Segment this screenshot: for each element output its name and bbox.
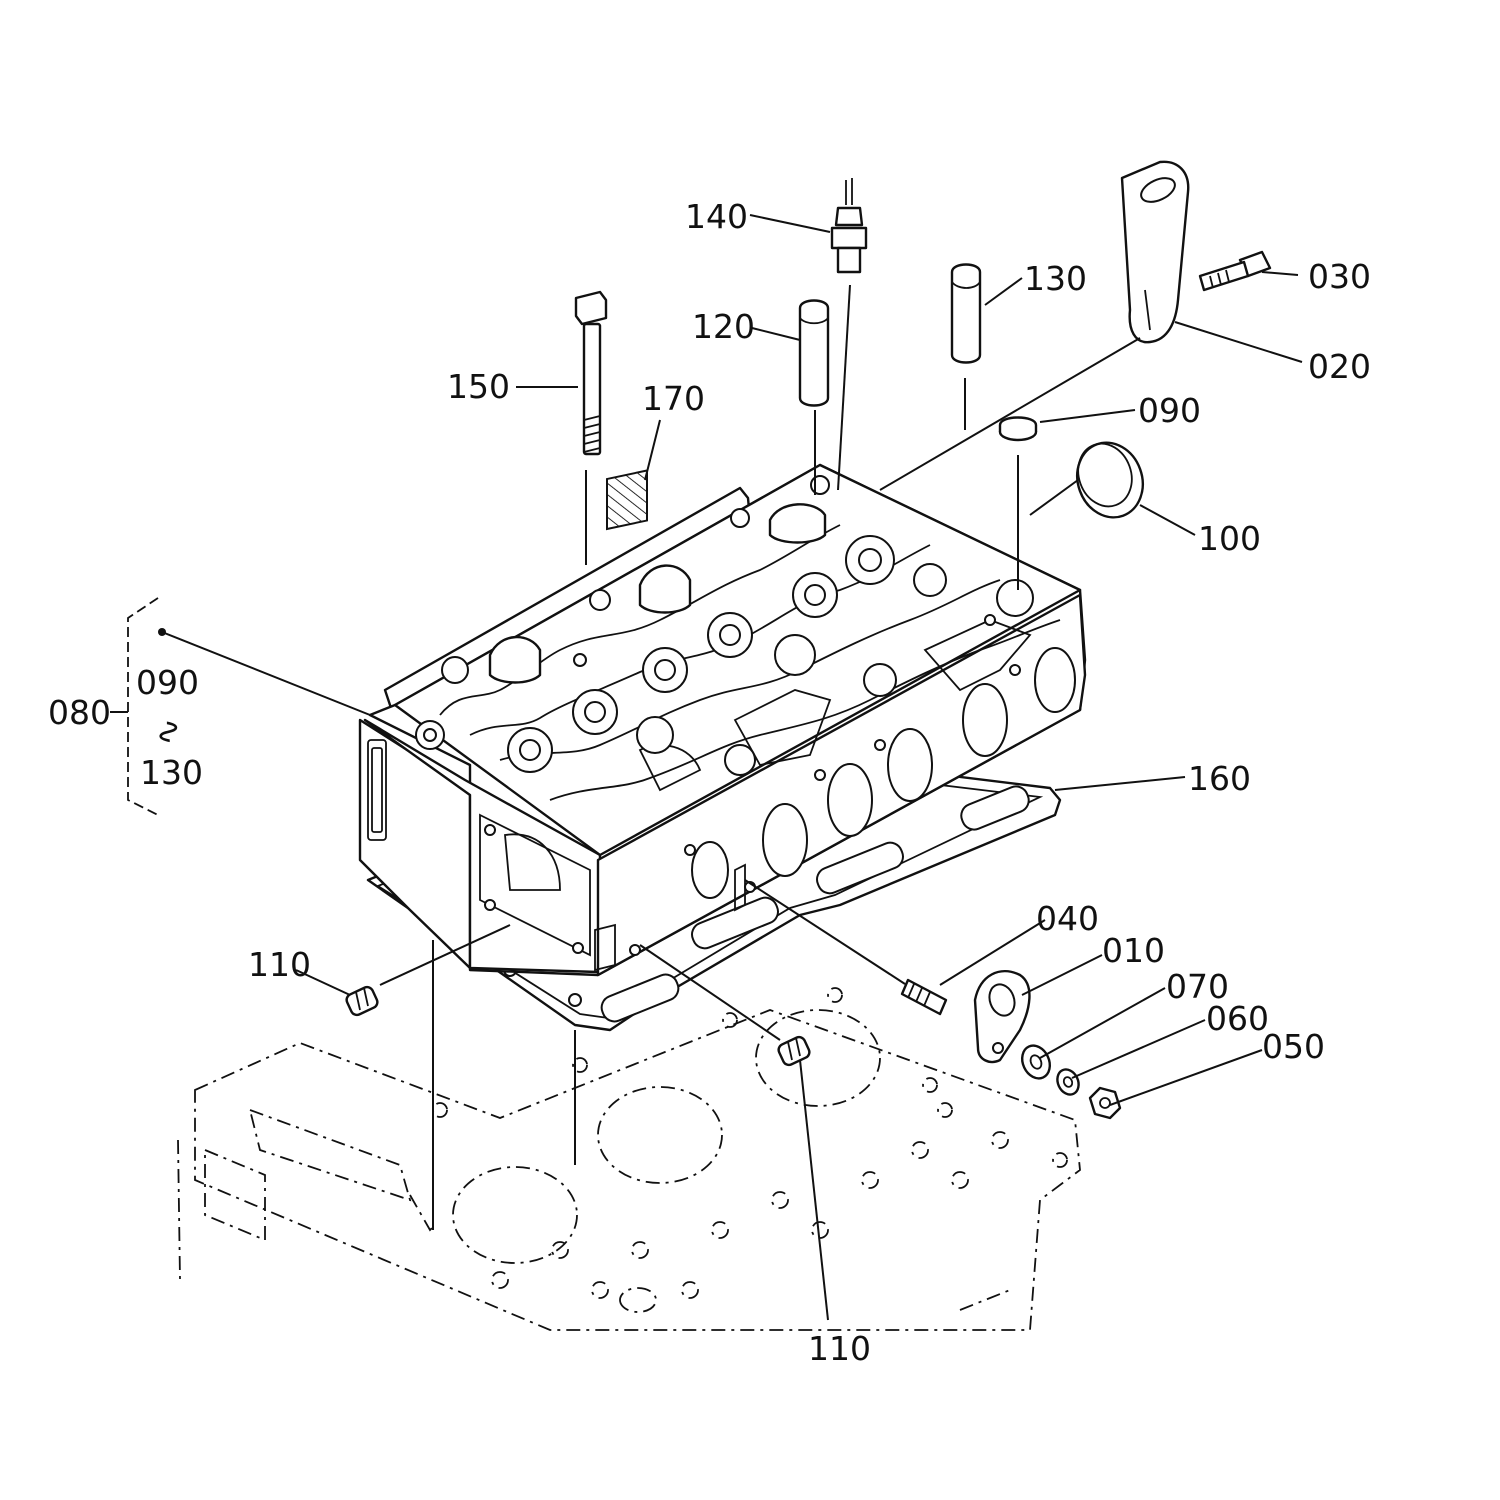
kit-range-separator: ∿ xyxy=(150,718,189,746)
callout-050: 050 xyxy=(1262,1027,1325,1066)
callout-140: 140 xyxy=(685,197,748,236)
head-bolt-icon xyxy=(574,290,608,565)
callout-130: 130 xyxy=(1024,259,1087,298)
gasket-plate-icon xyxy=(606,469,648,531)
callout-070: 070 xyxy=(1166,967,1229,1006)
valve-guide-130-icon xyxy=(950,263,982,430)
callout-060: 060 xyxy=(1206,999,1269,1038)
washer-070-icon xyxy=(1021,1044,1051,1080)
callout-040: 040 xyxy=(1036,899,1099,938)
leader-lines xyxy=(158,214,1303,1321)
callout-010: 010 xyxy=(1102,931,1165,970)
bracket-bolt-icon xyxy=(1198,250,1272,292)
callout-100: 100 xyxy=(1198,519,1261,558)
callout-120: 120 xyxy=(692,307,755,346)
callout-170: 170 xyxy=(642,379,705,418)
callout-030: 030 xyxy=(1308,257,1371,296)
cylinder-head-icon xyxy=(358,463,1087,977)
callout-020: 020 xyxy=(1308,347,1371,386)
callout-110-bottom: 110 xyxy=(808,1329,871,1368)
engine-block-icon xyxy=(177,987,1081,1331)
plug-090-icon xyxy=(998,416,1038,590)
kit-range-start: 090 xyxy=(136,663,199,702)
plug-110-left-icon xyxy=(345,924,511,1017)
callout-090: 090 xyxy=(1138,391,1201,430)
callout-080: 080 xyxy=(48,693,111,732)
nut-icon xyxy=(1088,1086,1122,1120)
callout-150: 150 xyxy=(447,367,510,406)
kit-bracket xyxy=(127,597,159,816)
glow-plug-icon xyxy=(830,178,868,491)
callout-110-left: 110 xyxy=(248,945,311,984)
plug-100-icon xyxy=(1029,441,1144,519)
kit-range-end: 130 xyxy=(140,753,203,792)
plate-icon xyxy=(973,970,1031,1064)
washer-060-icon xyxy=(1056,1068,1080,1096)
callout-160: 160 xyxy=(1188,759,1251,798)
stud-icon xyxy=(744,879,948,1016)
valve-guide-120-icon xyxy=(798,299,830,495)
hanger-bracket-icon xyxy=(879,160,1190,491)
plug-110-bottom-icon xyxy=(639,944,811,1067)
